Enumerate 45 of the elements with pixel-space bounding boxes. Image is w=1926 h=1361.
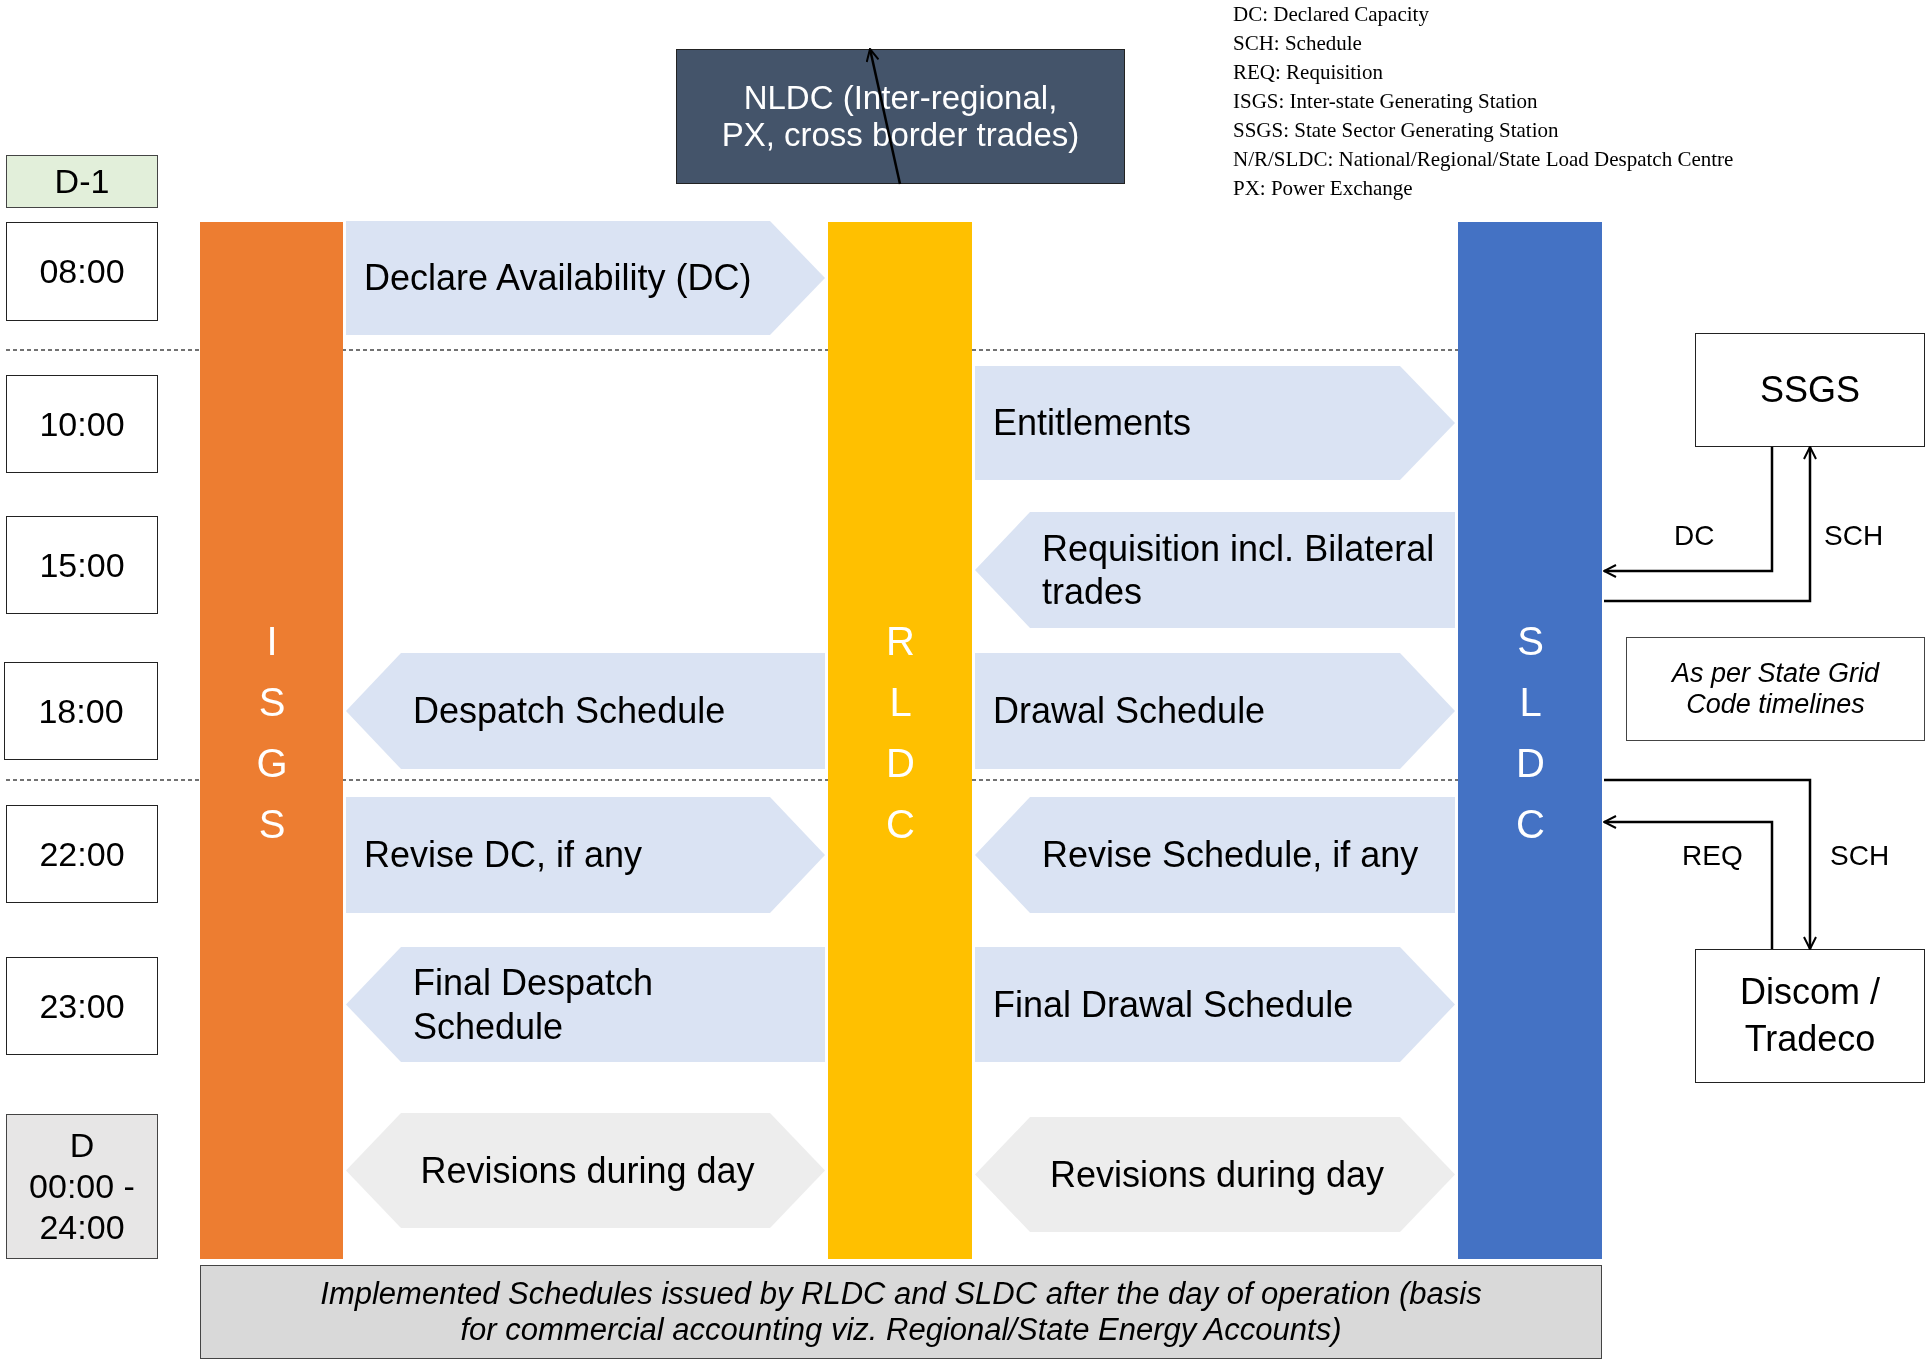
arrow xyxy=(1603,447,1774,578)
step-label: Revise Schedule, if any xyxy=(1042,833,1420,878)
step-arrow xyxy=(346,947,825,1062)
arrow xyxy=(1603,815,1774,949)
entity-box: Discom / Tradeco xyxy=(1695,949,1925,1083)
step-label: Revise DC, if any xyxy=(364,833,644,878)
step-arrow xyxy=(346,797,825,913)
time-box: 10:00 xyxy=(6,375,158,473)
step-label: Final Despatch Schedule xyxy=(413,961,655,1049)
day-box: D-1 xyxy=(6,155,158,208)
step-label: Despatch Schedule xyxy=(413,689,727,734)
entity-box: SSGS xyxy=(1695,333,1925,447)
arrow xyxy=(865,48,902,185)
step-label: Revisions during day xyxy=(1048,1152,1386,1197)
step-label: Drawal Schedule xyxy=(993,689,1267,734)
lane-bar: ISGS xyxy=(200,222,343,1259)
arrow xyxy=(1604,778,1817,950)
abbreviation-note: DC: Declared Capacity xyxy=(1233,2,1429,27)
step-label: Declare Availability (DC) xyxy=(364,256,753,301)
step-label: Requisition incl. Bilateral trades xyxy=(1042,526,1436,614)
time-box: 22:00 xyxy=(6,805,158,903)
abbreviation-note: N/R/SLDC: National/Regional/State Load Despatch Centre xyxy=(1233,147,1734,172)
step-label: Final Drawal Schedule xyxy=(993,982,1355,1027)
arrow xyxy=(1604,446,1817,603)
lane-bar: RLDC xyxy=(828,222,972,1259)
time-box: 08:00 xyxy=(6,222,158,321)
step-label: Entitlements xyxy=(993,401,1193,446)
step-label: Revisions during day xyxy=(419,1148,756,1193)
time-box: 15:00 xyxy=(6,516,158,614)
abbreviation-note: PX: Power Exchange xyxy=(1233,176,1413,201)
lane-bar: SLDC xyxy=(1458,222,1602,1259)
footer-box: Implemented Schedules issued by RLDC and SLDC after the day of operation (basis for commercial accounting viz. Regional/State Energy Accounts) xyxy=(200,1265,1602,1359)
abbreviation-note: REQ: Requisition xyxy=(1233,60,1383,85)
time-box: 23:00 xyxy=(6,957,158,1055)
day-box: D 00:00 - 24:00 xyxy=(6,1114,158,1259)
abbreviation-note: ISGS: Inter-state Generating Station xyxy=(1233,89,1538,114)
time-box: 18:00 xyxy=(4,662,158,760)
abbreviation-note: SSGS: State Sector Generating Station xyxy=(1233,118,1559,143)
step-arrow xyxy=(975,947,1455,1062)
step-arrow xyxy=(346,221,825,335)
abbreviation-note: SCH: Schedule xyxy=(1233,31,1362,56)
step-arrow xyxy=(346,653,825,769)
step-arrow xyxy=(975,366,1455,480)
step-arrow xyxy=(975,653,1455,769)
note-box: As per State Grid Code timelines xyxy=(1626,637,1925,741)
